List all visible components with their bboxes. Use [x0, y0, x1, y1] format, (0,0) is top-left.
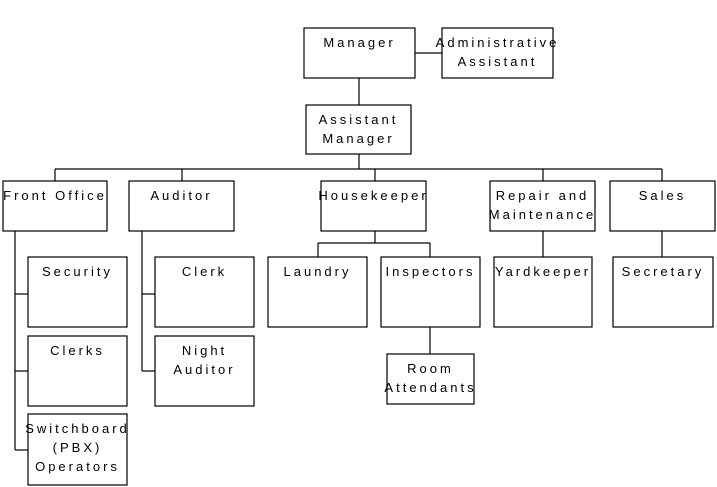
box-switchboard-operators: Switchboard (PBX) Operators	[25, 413, 130, 486]
box-label-line: Security	[42, 264, 113, 279]
box-label-line: Administrative	[436, 35, 560, 50]
box-inspectors: Inspectors	[380, 256, 481, 328]
box-label-line: Assistant	[458, 54, 538, 69]
box-label-line: Housekeeper	[318, 188, 428, 203]
box-laundry: Laundry	[267, 256, 368, 328]
box-label-line: Maintenance	[489, 207, 596, 222]
box-secretary: Secretary	[612, 256, 714, 328]
box-label-line: Manager	[323, 35, 395, 50]
box-label-line: Room	[407, 361, 454, 376]
box-label-line: Attendants	[384, 380, 476, 395]
box-label-line: Laundry	[284, 264, 352, 279]
box-sales: Sales	[609, 180, 716, 232]
box-label-line: Sales	[639, 188, 687, 203]
box-yardkeeper: Yardkeeper	[493, 256, 593, 328]
box-label-line: Assistant	[319, 112, 399, 127]
box-label-line: Secretary	[622, 264, 705, 279]
box-clerks: Clerks	[27, 335, 128, 407]
box-label-line: Manager	[322, 131, 394, 146]
box-label-line: Switchboard	[25, 421, 130, 436]
box-front-office: Front Office	[2, 180, 108, 232]
box-manager: Manager	[303, 27, 416, 79]
box-clerk: Clerk	[154, 256, 255, 328]
box-label-line: Operators	[35, 459, 120, 474]
box-label-line: Auditor	[150, 188, 212, 203]
box-housekeeper: Housekeeper	[318, 180, 428, 232]
box-auditor: Auditor	[128, 180, 235, 232]
box-label-line: Night	[182, 343, 227, 358]
box-label-line: (PBX)	[53, 440, 103, 455]
box-label-line: Clerk	[182, 264, 227, 279]
box-label-line: Clerks	[50, 343, 105, 358]
connector-lines	[14, 52, 663, 451]
box-label-line: Repair and	[496, 188, 590, 203]
box-label-line: Auditor	[173, 362, 235, 377]
box-label-line: Front Office	[3, 188, 107, 203]
box-label-line: Inspectors	[386, 264, 476, 279]
box-label-line: Yardkeeper	[495, 264, 591, 279]
box-security: Security	[27, 256, 128, 328]
